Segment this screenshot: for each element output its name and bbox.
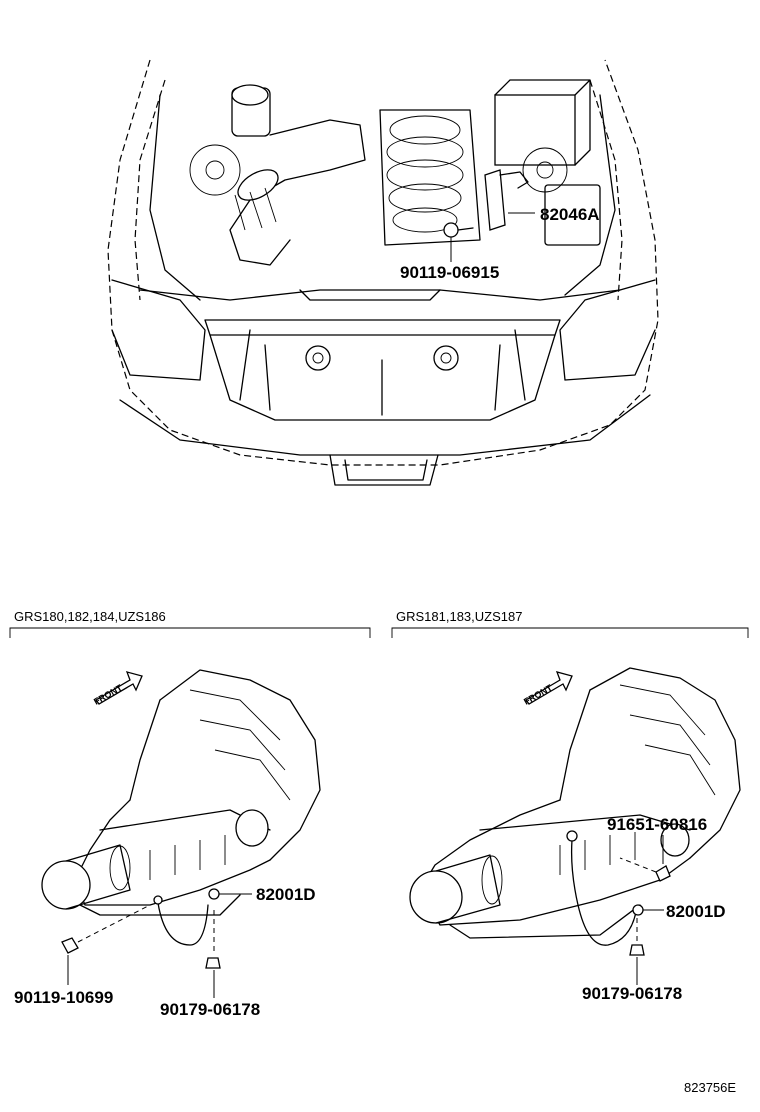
battery-shape <box>494 94 576 166</box>
label-91651-60816: 91651-60816 <box>607 815 707 834</box>
front-arrow-left: FRONT <box>92 671 143 707</box>
reference-code: 823756E <box>684 1080 736 1095</box>
screw-90119-06915-shape <box>443 222 474 238</box>
variant-label-right: GRS181,183,UZS187 <box>396 609 522 624</box>
wire-82001D-left-shape <box>157 902 209 946</box>
nut-90179-06178-right-shape <box>629 918 645 956</box>
front-arrow-right: FRONT <box>522 671 573 707</box>
transmission-left <box>41 669 321 998</box>
engine-coils <box>379 109 481 246</box>
label-90119-06915: 90119-06915 <box>400 263 499 282</box>
bolt-90119-10699-shape <box>61 904 151 954</box>
label-90179-06178-right: 90179-06178 <box>582 984 682 1003</box>
svg-text:FRONT: FRONT <box>522 682 554 706</box>
variant-bracket-right <box>391 627 749 638</box>
label-82046A: 82046A <box>540 205 600 224</box>
label-90179-06178-left: 90179-06178 <box>160 1000 260 1019</box>
plug-91651-60816-shape <box>619 857 671 882</box>
label-82001D-left: 82001D <box>256 885 316 904</box>
svg-text:FRONT: FRONT <box>92 682 124 706</box>
transmission-right <box>409 667 741 985</box>
wire-82001D-right-shape <box>570 839 637 946</box>
bracket-82046A-shape <box>484 169 506 231</box>
variant-bracket-left <box>9 627 371 638</box>
engine-bay-illustration <box>107 59 659 486</box>
nut-90179-06178-left-shape <box>205 910 221 969</box>
variant-label-left: GRS180,182,184,UZS186 <box>14 609 166 624</box>
label-90119-10699: 90119-10699 <box>14 988 113 1007</box>
label-82001D-right: 82001D <box>666 902 726 921</box>
